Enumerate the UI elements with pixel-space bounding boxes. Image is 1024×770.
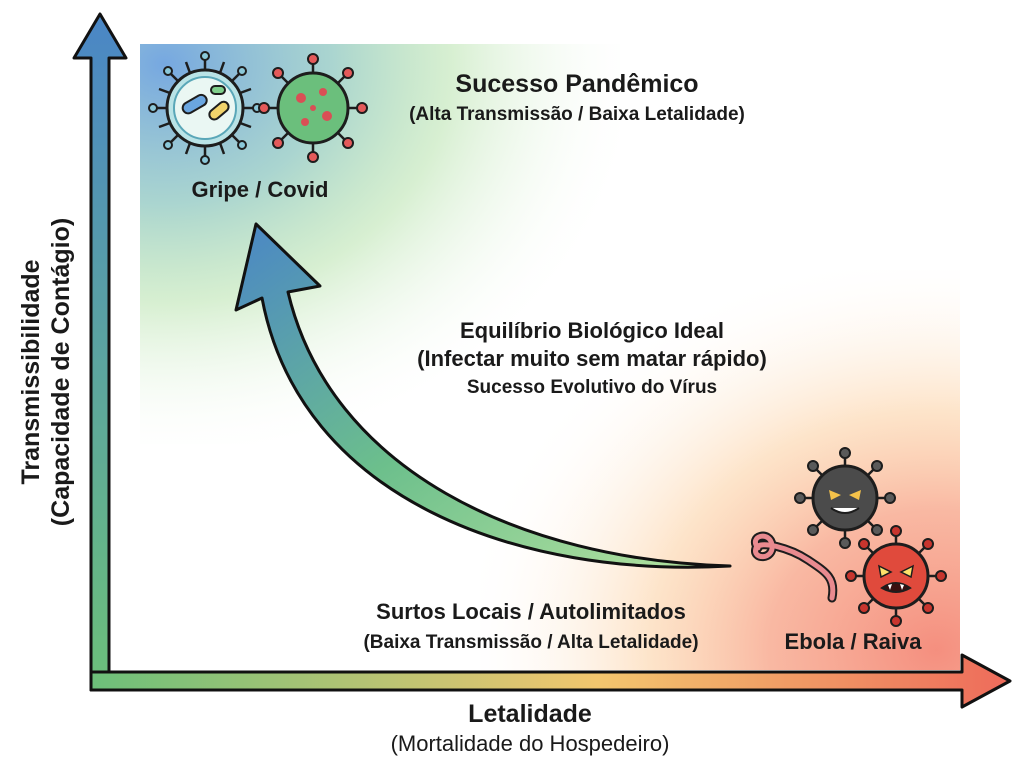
red-virus-icon xyxy=(845,525,947,627)
equilibrium-subtitle: (Infectar muito sem matar rápido) xyxy=(417,346,767,371)
tradeoff-curve-arrow xyxy=(234,222,732,569)
y-axis-title: Transmissibilidade xyxy=(17,259,45,485)
pandemic-zone-title: Sucesso Pandêmico xyxy=(455,70,699,98)
flu-virus-icon xyxy=(148,51,262,165)
outbreak-zone-title: Surtos Locais / Autolimitados xyxy=(376,599,686,624)
y-axis-label: Transmissibilidade (Capacidade de Contág… xyxy=(16,218,76,526)
outbreak-examples-label: Ebola / Raiva xyxy=(784,629,922,654)
x-axis-subtitle: (Mortalidade do Hospedeiro) xyxy=(390,731,670,756)
equilibrium-note: Sucesso Evolutivo do Vírus xyxy=(466,377,718,398)
y-axis-subtitle: (Capacidade de Contágio) xyxy=(47,217,75,527)
covid-virus-icon xyxy=(258,53,368,163)
x-axis-arrow xyxy=(89,653,1012,709)
dark-virus-icon xyxy=(794,447,896,549)
outbreak-zone-subtitle: (Baixa Transmissão / Alta Letalidade) xyxy=(363,632,699,653)
y-axis-arrow xyxy=(72,12,128,692)
x-axis-title: Letalidade xyxy=(468,700,592,728)
pandemic-examples-label: Gripe / Covid xyxy=(191,177,329,202)
equilibrium-title: Equilíbrio Biológico Ideal xyxy=(459,318,725,343)
pandemic-zone-subtitle: (Alta Transmissão / Baixa Letalidade) xyxy=(409,104,745,125)
ebola-filament-icon xyxy=(751,531,838,603)
